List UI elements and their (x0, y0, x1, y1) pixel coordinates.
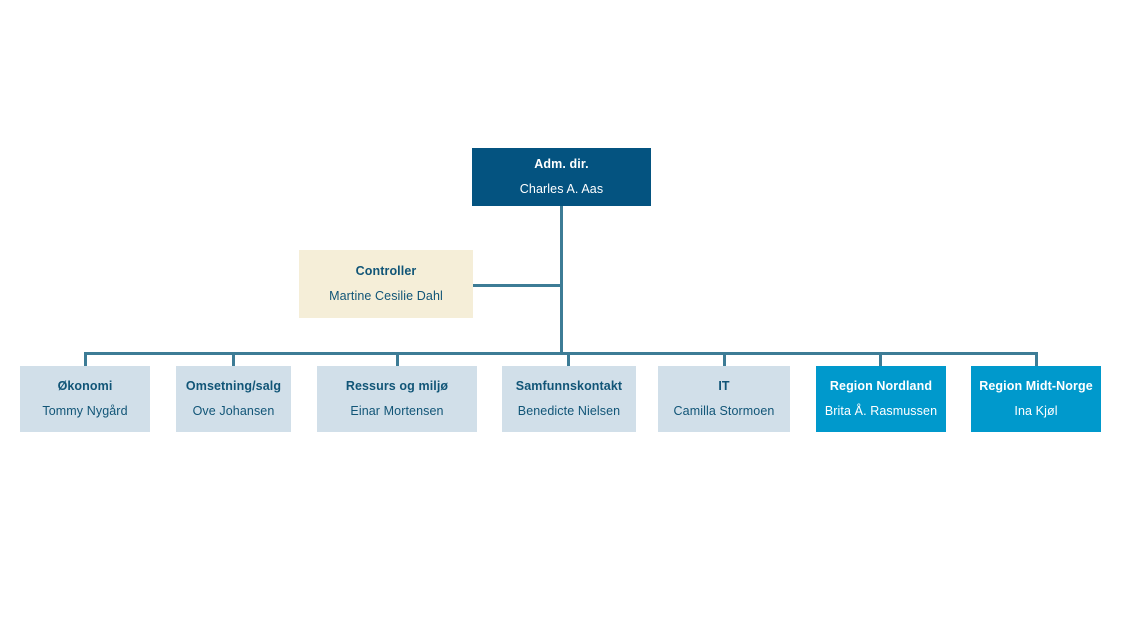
node-unit-omsetning-salg[interactable]: Omsetning/salg Ove Johansen (176, 366, 291, 432)
node-executive[interactable]: Adm. dir. Charles A. Aas (472, 148, 651, 206)
connector-drop-samfunnskontakt (567, 352, 570, 366)
node-staff-controller[interactable]: Controller Martine Cesilie Dahl (299, 250, 473, 318)
node-unit-ressurs-og-miljo-person: Einar Mortensen (350, 403, 444, 418)
node-unit-region-nordland[interactable]: Region Nordland Brita Å. Rasmussen (816, 366, 946, 432)
node-staff-controller-person: Martine Cesilie Dahl (329, 288, 443, 303)
connector-drop-omsetning-salg (232, 352, 235, 366)
node-unit-samfunnskontakt-title: Samfunnskontakt (515, 378, 623, 393)
connector-trunk-vertical (560, 206, 563, 354)
node-unit-okonomi-person: Tommy Nygård (42, 403, 128, 418)
node-unit-region-midt-norge-person: Ina Kjøl (1014, 403, 1058, 418)
connector-drop-region-nordland (879, 352, 882, 366)
connector-drop-it (723, 352, 726, 366)
node-unit-it-person: Camilla Stormoen (673, 403, 775, 418)
node-unit-region-midt-norge[interactable]: Region Midt-Norge Ina Kjøl (971, 366, 1101, 432)
connector-drop-region-midt-norge (1035, 352, 1038, 366)
connector-drop-ressurs-og-miljo (396, 352, 399, 366)
connector-staff-horizontal (473, 284, 561, 287)
node-unit-region-midt-norge-title: Region Midt-Norge (979, 378, 1093, 393)
node-unit-omsetning-salg-title: Omsetning/salg (185, 378, 282, 393)
node-unit-okonomi-title: Økonomi (57, 378, 113, 393)
node-unit-samfunnskontakt[interactable]: Samfunnskontakt Benedicte Nielsen (502, 366, 636, 432)
node-executive-title: Adm. dir. (534, 156, 589, 171)
node-unit-omsetning-salg-person: Ove Johansen (192, 403, 275, 418)
node-unit-it-title: IT (718, 378, 730, 393)
node-executive-person: Charles A. Aas (519, 181, 604, 196)
connector-distribution-bar (85, 352, 1036, 355)
node-unit-region-nordland-person: Brita Å. Rasmussen (824, 403, 938, 418)
node-unit-okonomi[interactable]: Økonomi Tommy Nygård (20, 366, 150, 432)
node-unit-it[interactable]: IT Camilla Stormoen (658, 366, 790, 432)
connector-drop-okonomi (84, 352, 87, 366)
node-unit-region-nordland-title: Region Nordland (829, 378, 933, 393)
node-unit-samfunnskontakt-person: Benedicte Nielsen (517, 403, 621, 418)
node-unit-ressurs-og-miljo[interactable]: Ressurs og miljø Einar Mortensen (317, 366, 477, 432)
node-unit-ressurs-og-miljo-title: Ressurs og miljø (345, 378, 449, 393)
node-staff-controller-title: Controller (355, 263, 417, 278)
